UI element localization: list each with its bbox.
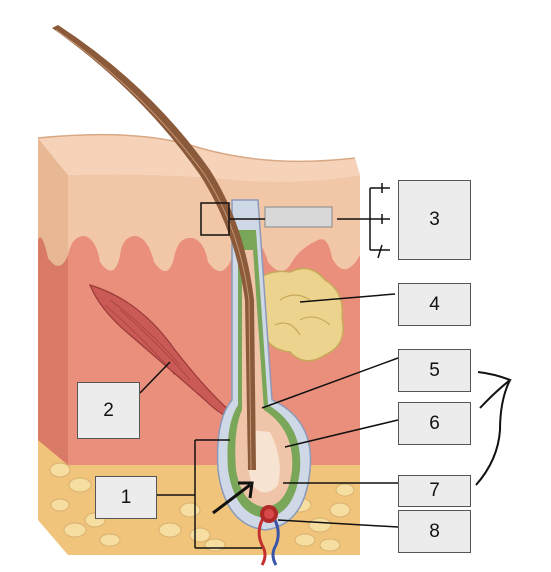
dermal-papilla-core bbox=[264, 509, 274, 519]
label-box-1[interactable]: 1 bbox=[95, 476, 157, 519]
label-box-7[interactable]: 7 bbox=[398, 475, 471, 507]
label-box-3[interactable]: 3 bbox=[398, 180, 471, 260]
hair-shaft-highlight bbox=[55, 29, 252, 471]
label-box-2[interactable]: 2 bbox=[77, 382, 140, 439]
leader-lines bbox=[139, 183, 399, 549]
surface-line bbox=[37, 133, 356, 163]
blood-vessel-blue bbox=[270, 514, 280, 566]
blank-label-rect bbox=[264, 206, 333, 228]
gland-lobules bbox=[274, 294, 331, 336]
epidermis-layer bbox=[68, 174, 360, 272]
bulb-arrow bbox=[212, 481, 254, 515]
muscle-striations bbox=[104, 299, 191, 381]
blood-vessel-red bbox=[257, 514, 267, 566]
label-box-5[interactable]: 5 bbox=[398, 349, 471, 392]
label-box-4[interactable]: 4 bbox=[398, 283, 471, 326]
hand-drawn-bracket bbox=[475, 371, 512, 486]
label-box-8[interactable]: 8 bbox=[398, 510, 471, 553]
epidermis-side bbox=[38, 138, 68, 266]
label-box-6[interactable]: 6 bbox=[398, 402, 471, 445]
